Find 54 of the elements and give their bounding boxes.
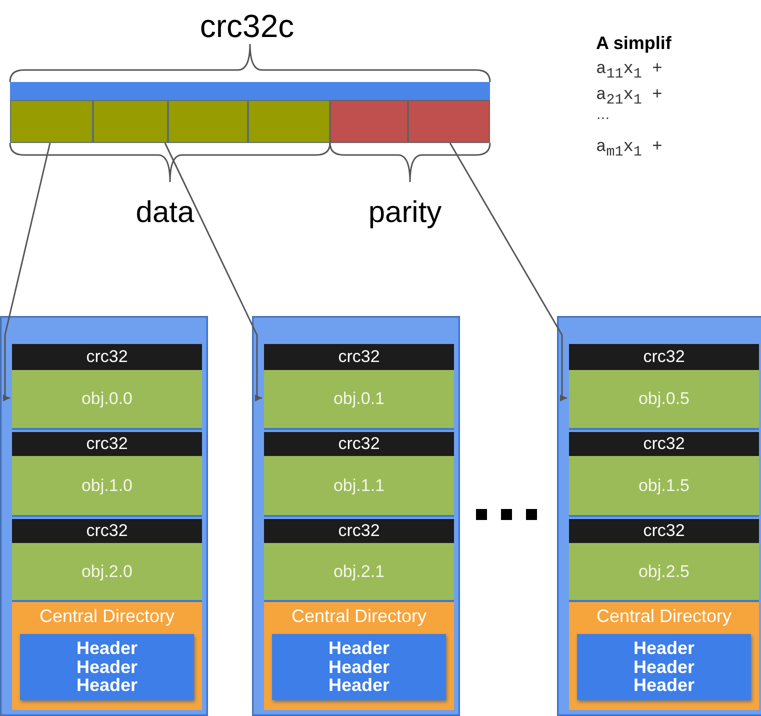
object-block: obj.2.5 (569, 543, 759, 602)
header-text: Header (633, 638, 695, 658)
brace-label: data (136, 196, 194, 230)
header-text: Header (76, 638, 138, 658)
header-text: Header (328, 676, 390, 696)
header-text: Header (76, 658, 138, 676)
header-block (272, 634, 446, 700)
header-text: Header (328, 638, 390, 658)
data-cell (168, 100, 248, 143)
object-block: obj.1.0 (12, 456, 202, 517)
brace-label: crc32c (200, 8, 294, 45)
header-text: Header (328, 658, 390, 676)
file-column (252, 316, 460, 716)
ellipsis: … (596, 106, 610, 122)
equation-line: a$_{m1}$x$_{1}$ + (596, 138, 662, 160)
parity-cell (408, 100, 490, 143)
arrow (3, 142, 51, 402)
equation-line: a$_{21}$x$_{1}$ + (596, 86, 662, 108)
crc-bar: crc32 (12, 432, 202, 456)
arrow (164, 142, 262, 402)
brace-label: parity (368, 196, 442, 230)
equation-line: a$_{11}$x$_{1}$ + (596, 60, 662, 82)
crc-bar: crc32 (12, 519, 202, 543)
parity-cell (330, 100, 408, 143)
crc-bar: crc32 (264, 344, 454, 370)
crc-bar: crc32 (264, 519, 454, 543)
arrow (449, 142, 567, 402)
object-block: obj.0.5 (569, 370, 759, 430)
data-cell (93, 100, 168, 143)
file-column (557, 316, 761, 716)
crc-bar: crc32 (264, 432, 454, 456)
object-block: obj.2.0 (12, 543, 202, 602)
object-block: obj.1.5 (569, 456, 759, 517)
directory-panel: Central Directory Header Header Header (264, 602, 454, 710)
header-block (20, 634, 194, 700)
heading: A simplif (596, 33, 672, 54)
object-block: obj.2.1 (264, 543, 454, 602)
crc-bar: crc32 (569, 432, 759, 456)
object-block: obj.0.1 (264, 370, 454, 430)
data-cell (10, 100, 93, 143)
crc-bar: crc32 (569, 519, 759, 543)
directory-panel: Central Directory Header Header Header (12, 602, 202, 710)
file-column (0, 316, 208, 716)
checksum-band (10, 82, 490, 100)
header-block (577, 634, 751, 700)
data-cell (248, 100, 330, 143)
header-text: Header (633, 658, 695, 676)
header-text: Header (76, 676, 138, 696)
crc-bar: crc32 (12, 344, 202, 370)
object-block: obj.1.1 (264, 456, 454, 517)
crc-bar: crc32 (569, 344, 759, 370)
object-block: obj.0.0 (12, 370, 202, 430)
directory-panel: Central Directory Header Header Header (569, 602, 759, 710)
header-text: Header (633, 676, 695, 696)
